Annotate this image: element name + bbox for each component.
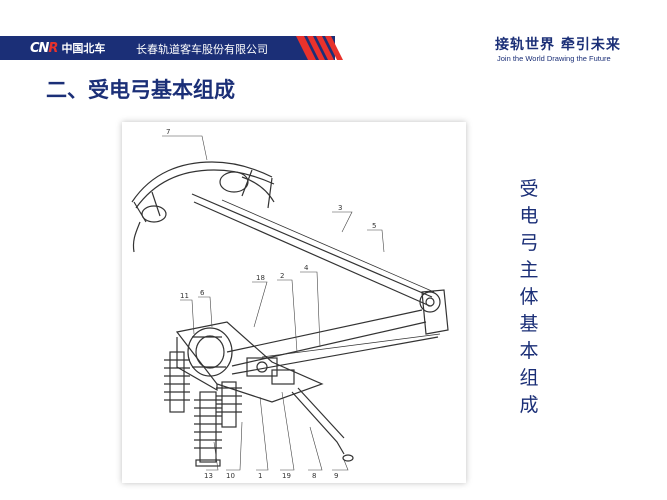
caption-char: 组 (519, 367, 539, 389)
vertical-caption: 受 电 弓 主 体 基 本 组 成 (514, 176, 544, 419)
company-name: 长春轨道客车股份有限公司 (136, 43, 268, 56)
caption-char: 主 (519, 259, 539, 281)
caption-char: 本 (519, 340, 539, 362)
callout-18: 18 (256, 274, 265, 282)
callout-6: 6 (200, 289, 205, 297)
logo-cn-text: 中国北车 (61, 42, 106, 55)
lower-arm-2 (226, 309, 423, 353)
company-logo: CNR 中国北车 (30, 40, 106, 56)
callout-3: 3 (338, 204, 342, 212)
callout-13: 13 (204, 472, 213, 480)
callout-19: 19 (282, 472, 291, 480)
slogan-english: Join the World Drawing the Future (497, 54, 611, 63)
callout-5: 5 (372, 222, 376, 230)
pantograph-drawing: 7 3 5 18 2 4 11 6 13 10 1 19 8 9 (131, 128, 449, 480)
upper-arm-3 (191, 193, 433, 298)
slide-title: 二、受电弓基本组成 (46, 78, 235, 102)
caption-char: 基 (519, 313, 539, 335)
pantograph-diagram: 7 3 5 18 2 4 11 6 13 10 1 19 8 9 (122, 122, 466, 483)
callout-2: 2 (280, 272, 284, 280)
callout-8: 8 (312, 472, 316, 480)
insulator-left (164, 351, 190, 413)
callout-9: 9 (334, 472, 338, 480)
callout-10: 10 (226, 472, 235, 480)
header-bar (0, 36, 335, 60)
callout-11: 11 (180, 292, 189, 300)
caption-char: 弓 (519, 232, 539, 254)
header-stripes (296, 36, 343, 60)
insulator-middle (216, 381, 242, 428)
callout-7: 7 (166, 128, 170, 136)
insulator-bottom (194, 391, 222, 467)
caption-char: 受 (519, 178, 539, 200)
callout-4: 4 (304, 264, 309, 272)
callout-1: 1 (258, 472, 262, 480)
slogan-chinese: 接轨世界 牵引未来 (495, 37, 621, 53)
caption-char: 成 (519, 394, 539, 416)
caption-char: 电 (519, 205, 539, 227)
caption-char: 体 (519, 286, 539, 308)
callout-labels: 7 3 5 18 2 4 11 6 13 10 1 19 8 9 (166, 128, 376, 480)
pan-head-top (131, 161, 273, 203)
